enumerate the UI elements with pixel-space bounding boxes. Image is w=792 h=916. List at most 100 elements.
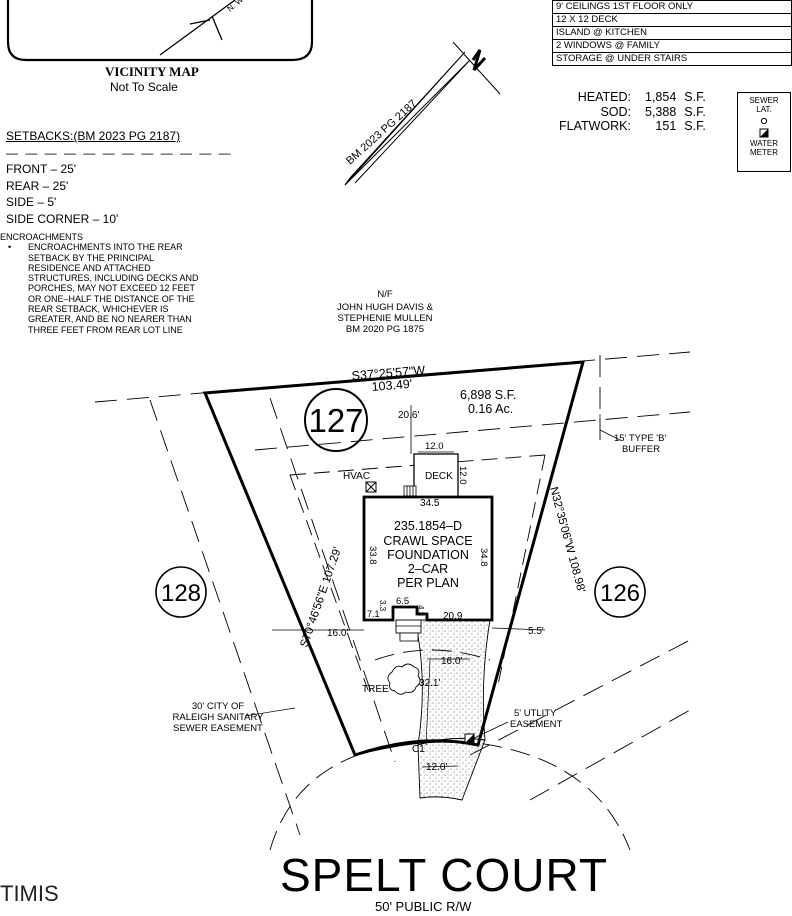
- right-bearing: N32°35'06"W 108.98': [547, 486, 587, 594]
- house-footprint: [362, 495, 494, 622]
- encroachments-line: GREATER, AND BE NO NEARER THAN: [28, 314, 192, 325]
- house-right-dim: 34.8: [478, 548, 489, 567]
- stairs-icon: [403, 485, 417, 497]
- right-of-way-label: 50' PUBLIC R/W: [375, 899, 472, 914]
- setbacks-block: SETBACKS:(BM 2023 PG 2187) — — — — — — —…: [6, 128, 233, 227]
- area-label: HEATED:: [577, 90, 631, 104]
- tree-label: TREE: [362, 684, 389, 695]
- porch-dim-2: 3.3: [378, 600, 387, 612]
- deck-label: DECK: [425, 471, 453, 482]
- area-unit: S.F.: [684, 90, 706, 104]
- north-arrow-icon: [344, 41, 501, 186]
- legend-water: WATER: [750, 139, 778, 148]
- easement-lines: [94, 351, 691, 836]
- area-label: FLATWORK:: [559, 119, 631, 133]
- house-plan-number: 235.1854–D: [394, 519, 462, 533]
- rear-distance: 103.49': [371, 377, 413, 394]
- adjacent-lot-126: 126: [600, 580, 640, 607]
- tree-icon: [387, 663, 421, 695]
- lot-number: 127: [308, 402, 363, 439]
- legend-sewer: SEWER: [749, 96, 779, 105]
- front-porch: [395, 619, 422, 634]
- utility-legend: SEWER LAT. WATER METER: [737, 92, 791, 172]
- plat-reference: BM 2023 PG 2187: [344, 98, 419, 167]
- options-table: 9' CEILINGS 1ST FLOOR ONLY 12 X 12 DECK …: [552, 0, 792, 66]
- setback-side: SIDE – 5': [6, 195, 57, 209]
- vicinity-map: N. W: [6, 0, 314, 62]
- water-meter-icon: [738, 128, 790, 141]
- driveway-apron: [417, 737, 486, 801]
- corner-watermark: TIMIS: [0, 881, 59, 906]
- water-meter-icon: [464, 733, 475, 744]
- sewer-lateral-icon: [738, 117, 790, 128]
- sewer-easement-label-3: SEWER EASEMENT: [173, 723, 263, 734]
- utility-easement-label-2: EASEMENT: [510, 719, 562, 730]
- neighbor-owner-1: JOHN HUGH DAVIS &: [337, 302, 434, 313]
- house-garage: 2–CAR: [408, 562, 448, 576]
- porch-steps: [396, 625, 421, 642]
- house-top-dim: 34.5: [420, 498, 440, 509]
- right-offset-dim: 5.5': [528, 626, 544, 637]
- area-value: 151: [655, 119, 677, 133]
- hvac-label: HVAC: [343, 471, 370, 482]
- area-unit: S.F.: [684, 119, 706, 133]
- setback-rear: REAR – 25': [6, 178, 69, 193]
- rear-offset-dim: 20.6': [398, 410, 419, 421]
- adjacent-lot-128-marker: [155, 566, 207, 618]
- porch-dim-1: 7.1: [367, 609, 380, 619]
- deck-width: 12.0: [425, 441, 444, 452]
- neighbor-owner-2: STEPHENIE MULLEN: [337, 313, 432, 324]
- setback-side-corner: SIDE CORNER – 10': [6, 211, 119, 226]
- house-per-plan: PER PLAN: [397, 576, 459, 590]
- lot-area-sf: 6,898 S.F.: [460, 388, 516, 402]
- setbacks-divider: — — — — — — — — — — — —: [6, 145, 233, 160]
- vicinity-map-subtitle: Not To Scale: [110, 80, 178, 94]
- hvac-icon: [365, 481, 377, 493]
- area-label: SOD:: [600, 104, 631, 119]
- setback-front: FRONT – 25': [6, 162, 77, 176]
- street-name: SPELT COURT: [280, 849, 608, 901]
- house-foundation-2: FOUNDATION: [387, 548, 469, 562]
- encroachments-title: ENCROACHMENTS: [0, 232, 84, 242]
- curve-label: C1: [412, 744, 425, 755]
- house-left-dim: 33.8: [367, 546, 378, 565]
- house-step-dim: 6.5: [396, 596, 409, 607]
- house-bottom-dim: 20.9: [443, 611, 463, 622]
- legend-meter: METER: [750, 147, 778, 157]
- neighbor-nf: N/F: [377, 289, 393, 300]
- encroachments-line: REAR SETBACK, WHICHEVER IS: [28, 304, 169, 315]
- dimension-lines: [244, 414, 621, 768]
- house-foundation: CRAWL SPACE: [383, 534, 472, 548]
- vicinity-map-title: VICINITY MAP: [105, 64, 199, 79]
- rear-bearing: S37°25'57"W: [351, 363, 426, 383]
- deck-depth: 12.0: [457, 466, 468, 485]
- area-summary: HEATED: 1,854 S.F. SOD: 5,388 S.F. FLATW…: [555, 90, 710, 134]
- buffer-label-1: 15' TYPE 'B': [614, 433, 666, 444]
- porch-dim-3: 4.3: [416, 605, 425, 617]
- buffer-label-2: BUFFER: [622, 444, 660, 455]
- adjacent-lot-128: 128: [161, 580, 201, 607]
- encroachments-line: OR ONE–HALF THE DISTANCE OF THE: [28, 293, 195, 304]
- left-offset-dim: 16.0': [327, 628, 348, 639]
- utility-easement-label-1: 5' UTLITY: [514, 708, 557, 719]
- legend-lat: LAT.: [756, 104, 772, 114]
- encroachments-line: RESIDENCE AND ATTACHED: [28, 262, 151, 273]
- apron-width-dim: 12.0': [426, 762, 447, 773]
- neighbor-plat: BM 2020 PG 1875: [346, 324, 424, 335]
- encroachments-line: PORCHES, MAY NOT EXCEED 12 FEET: [28, 283, 196, 294]
- deck: [413, 453, 459, 498]
- encroachments-line: STRUCTURES, INCLUDING DECKS AND: [28, 273, 199, 284]
- area-value: 1,854: [645, 90, 677, 104]
- sewer-easement-label-2: RALEIGH SANITARY: [173, 712, 265, 723]
- encroachments-line: SETBACK BY THE PRINCIPAL: [28, 252, 155, 263]
- area-unit: S.F.: [684, 104, 706, 119]
- drive-length-dim: 32.1': [419, 678, 440, 689]
- setbacks-header: SETBACKS:(BM 2023 PG 2187): [6, 129, 181, 143]
- lot-number-marker: [304, 388, 368, 452]
- lot-area-ac: 0.16 Ac.: [468, 402, 513, 416]
- encroachments-line: THREE FEET FROM REAR LOT LINE: [28, 324, 183, 335]
- encroachments-line: ENCROACHMENTS INTO THE REAR: [8, 242, 199, 253]
- encroachments-block: ENCROACHMENTS ENCROACHMENTS INTO THE REA…: [0, 232, 199, 335]
- sewer-easement-label-1: 30' CITY OF: [192, 701, 245, 712]
